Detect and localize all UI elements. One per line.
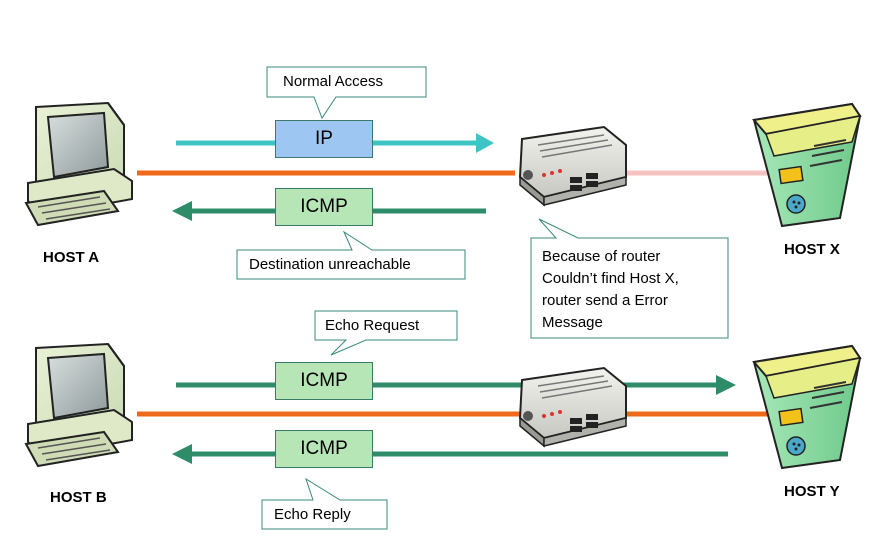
router-note-line: Message bbox=[542, 314, 603, 331]
icmp-echo-request-protocol-box: ICMP bbox=[275, 362, 373, 400]
host-y-label: HOST Y bbox=[784, 483, 840, 500]
callout-router-note bbox=[530, 218, 729, 339]
destination-unreachable-label: Destination unreachable bbox=[249, 256, 411, 273]
host-a-computer-icon bbox=[24, 101, 133, 227]
host-x-label: HOST X bbox=[784, 241, 840, 258]
router-note-line: router send a Error bbox=[542, 292, 668, 309]
callout-echo-reply bbox=[261, 477, 388, 530]
router-error-note: Because of router Couldn’t find Host X, … bbox=[542, 246, 679, 334]
icmp-echo-reply-arrow bbox=[172, 444, 728, 464]
router-top-icon bbox=[518, 125, 627, 207]
icmp-echo-request-arrow bbox=[176, 375, 736, 395]
callout-destination-unreachable bbox=[236, 230, 466, 280]
echo-reply-label: Echo Reply bbox=[274, 506, 351, 523]
callout-normal-access bbox=[266, 66, 427, 120]
callout-echo-request bbox=[314, 310, 458, 356]
icmp-unreachable-protocol-box: ICMP bbox=[275, 188, 373, 226]
host-b-label: HOST B bbox=[50, 489, 107, 506]
host-b-computer-icon bbox=[24, 342, 133, 468]
router-note-line: Because of router bbox=[542, 248, 661, 265]
icmp-echo-reply-protocol-box: ICMP bbox=[275, 430, 373, 468]
normal-access-label: Normal Access bbox=[283, 73, 384, 90]
host-x-server-icon bbox=[752, 102, 862, 228]
echo-request-label: Echo Request bbox=[325, 317, 420, 334]
host-y-server-icon bbox=[752, 344, 862, 470]
ip-protocol-box: IP bbox=[275, 120, 373, 158]
host-a-label: HOST A bbox=[43, 249, 100, 266]
router-note-line: Couldn’t find Host X, bbox=[542, 270, 679, 287]
router-bottom-icon bbox=[518, 366, 627, 448]
